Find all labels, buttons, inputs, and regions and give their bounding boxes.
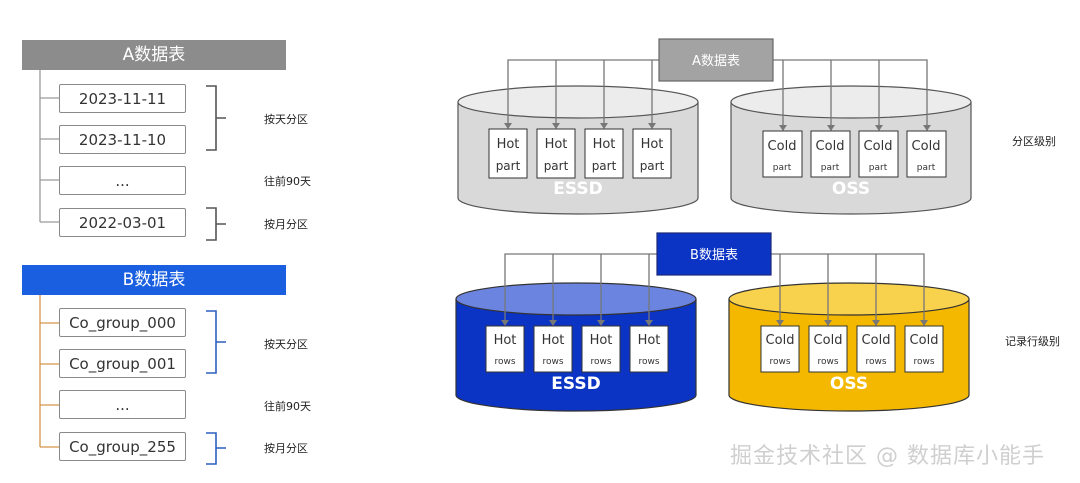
b-item-ellipsis: ... [59,390,186,419]
svg-text:part: part [773,163,792,173]
b-label-daily: 按天分区 [264,338,308,351]
svg-text:part: part [917,163,936,173]
svg-text:Hot: Hot [590,333,613,348]
bottom-table-title: B数据表 [690,248,738,263]
b-label-90days: 往前90天 [264,400,311,413]
top-hot-cell-4: Hot part [632,128,672,179]
bottom-level-label: 记录行级别 [1005,335,1060,348]
a-label-daily: 按天分区 [264,113,308,126]
svg-text:Hot: Hot [593,137,616,152]
svg-text:part: part [869,163,888,173]
a-tree-connectors [39,70,226,241]
svg-text:rows: rows [494,357,515,367]
bottom-essd-label: ESSD [551,374,600,394]
top-hot-cell-3: Hot part [584,128,624,179]
b-table-header: B数据表 [22,265,286,295]
svg-text:rows: rows [638,357,659,367]
a-item-2023-11-11: 2023-11-11 [59,84,186,113]
bottom-oss-label: OSS [830,374,868,394]
svg-text:part: part [592,159,617,173]
a-table-header: A数据表 [22,40,286,70]
bottom-hot-cell-2: Hot rows [533,325,573,373]
svg-text:Hot: Hot [494,333,517,348]
bottom-hot-cell-4: Hot rows [629,325,669,373]
watermark: 掘金技术社区 @ 数据库小能手 [730,444,1045,469]
a-item-2022-03-01: 2022-03-01 [59,208,186,237]
bottom-hot-cell-1: Hot rows [485,325,525,373]
top-hot-cell-1: Hot part [488,128,528,179]
svg-text:rows: rows [913,357,934,367]
top-essd-label: ESSD [553,179,602,199]
b-item-co-group-000: Co_group_000 [59,308,186,337]
a-item-ellipsis: ... [59,166,186,195]
svg-text:Cold: Cold [766,333,795,348]
svg-text:rows: rows [865,357,886,367]
top-cold-cell-1: Cold part [762,130,803,178]
svg-text:part: part [640,159,665,173]
svg-text:Cold: Cold [768,139,797,154]
svg-text:Cold: Cold [912,139,941,154]
bottom-cold-cell-4: Cold rows [904,325,944,373]
svg-text:Hot: Hot [641,137,664,152]
bottom-table-box [656,232,772,276]
svg-text:Hot: Hot [545,137,568,152]
svg-text:Hot: Hot [542,333,565,348]
bottom-cold-cell-1: Cold rows [760,325,800,373]
bottom-cold-cell-2: Cold rows [808,325,848,373]
b-label-monthly: 按月分区 [264,442,308,455]
top-table-title: A数据表 [692,54,740,69]
b-item-co-group-001: Co_group_001 [59,349,186,378]
a-item-2023-11-10: 2023-11-10 [59,125,186,154]
svg-text:part: part [544,159,569,173]
svg-text:part: part [496,159,521,173]
svg-text:rows: rows [590,357,611,367]
b-tree-connectors [39,295,226,465]
a-label-90days: 往前90天 [264,175,311,188]
b-item-co-group-255: Co_group_255 [59,432,186,461]
svg-text:Cold: Cold [864,139,893,154]
bottom-hot-cell-3: Hot rows [581,325,621,373]
bottom-cold-cell-3: Cold rows [856,325,896,373]
svg-text:Hot: Hot [638,333,661,348]
bottom-arrowheads [501,320,928,326]
top-oss-cylinder: OSS [730,85,972,215]
bottom-connectors [504,253,925,325]
svg-text:rows: rows [769,357,790,367]
top-level-label: 分区级别 [1012,135,1056,148]
top-cold-cell-2: Cold part [810,130,851,178]
top-hot-cell-2: Hot part [536,128,576,179]
top-connectors [507,59,928,130]
a-label-monthly: 按月分区 [264,218,308,231]
svg-text:Cold: Cold [862,333,891,348]
top-table-box [658,38,774,82]
svg-text:rows: rows [542,357,563,367]
svg-text:Cold: Cold [816,139,845,154]
top-arrowheads [504,123,931,131]
top-oss-label: OSS [832,179,870,199]
svg-text:Cold: Cold [814,333,843,348]
svg-text:Hot: Hot [497,137,520,152]
top-cold-cell-4: Cold part [906,130,947,178]
svg-text:Cold: Cold [910,333,939,348]
top-cold-cell-3: Cold part [858,130,899,178]
svg-text:part: part [821,163,840,173]
svg-text:rows: rows [817,357,838,367]
